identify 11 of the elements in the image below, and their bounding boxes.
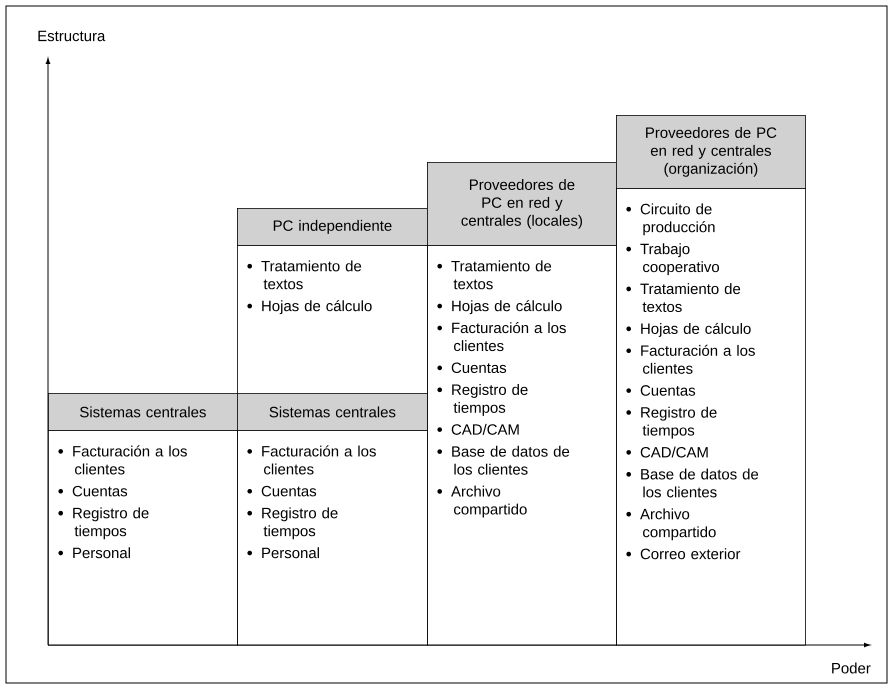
item-list-box: Facturación a los clientes Cuentas Registro de tiempos Personal <box>48 430 238 646</box>
axis-label: Poder <box>832 662 871 674</box>
header-band: Proveedores de PC en red y centrales (organización) <box>616 115 806 189</box>
header-band: PC independiente <box>237 208 428 246</box>
item-list-box: Tratamiento de textos Hojas de cálculo Facturación a los clientes Cuentas Registro de tiempos CAD/CAM Base de datos de los clientes Archivo compartido <box>427 245 617 646</box>
item-list-box: Circuito de producción Trabajo cooperativo Tratamiento de textos Hojas de cálculo Facturación a los clientes Cuentas Registro de tiempos CAD/CAM Base de datos de los clientes Archivo compartido Correo exterior <box>616 188 806 646</box>
header-band: Proveedores de PC en red y centrales (locales) <box>427 162 617 246</box>
header-band: Sistemas centrales <box>48 393 238 431</box>
axis-label: Estructura <box>38 30 106 42</box>
header-band: Sistemas centrales <box>237 393 428 431</box>
item-list-box: Facturación a los clientes Cuentas Registro de tiempos Personal <box>237 430 428 646</box>
